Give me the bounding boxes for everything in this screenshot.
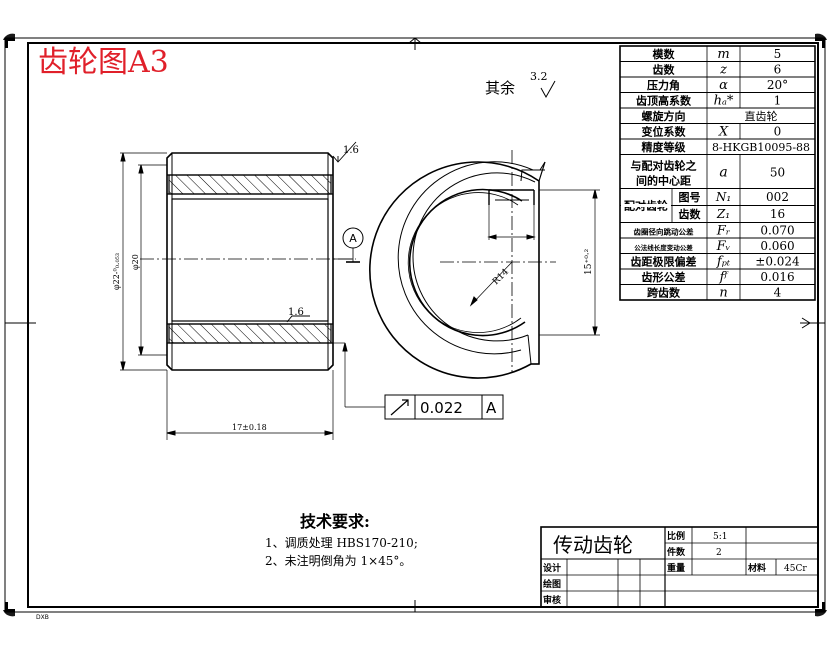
mating-symbol: a xyxy=(719,165,727,181)
note-item-1: 1、调质处理 HBS170-210; xyxy=(265,536,418,550)
pair-name: 齿数 xyxy=(679,207,702,221)
svg-text:比例: 比例 xyxy=(667,530,685,542)
param-value: 5 xyxy=(774,47,782,61)
sheet-title: 齿轮图A3 xyxy=(38,45,169,80)
mating-line2: 间的中心距 xyxy=(636,174,691,188)
param-name: 变位系数 xyxy=(642,124,687,138)
param-value: 8-HKGB10095-88 xyxy=(712,141,810,154)
param-name: 模数 xyxy=(653,47,676,61)
param-name: 齿数 xyxy=(653,62,676,76)
svg-text:5:1: 5:1 xyxy=(713,532,727,542)
param-value: 1 xyxy=(774,93,782,107)
mating-value: 50 xyxy=(770,166,785,180)
param-value: 6 xyxy=(774,62,782,76)
pair-value: 16 xyxy=(770,207,785,221)
dim-outer-diameter: φ22-⁰₀.₀₅₃ xyxy=(112,253,121,290)
dim-bore: φ20 xyxy=(131,254,140,270)
svg-text:0.022: 0.022 xyxy=(420,399,463,417)
table-border xyxy=(619,45,816,301)
note-item-2: 2、未注明倒角为 1×45°。 xyxy=(265,553,411,568)
end-view xyxy=(369,150,600,379)
roughness-symbol-icon xyxy=(540,80,556,99)
outer-frame xyxy=(4,37,826,613)
runout-arrow-icon xyxy=(390,399,409,416)
svg-text:件数: 件数 xyxy=(667,546,686,558)
corner-marks xyxy=(3,33,827,617)
pair-symbol: N₁ xyxy=(715,190,731,204)
param-name: 齿距极限偏差 xyxy=(631,254,697,268)
section-view xyxy=(120,141,385,440)
roughness-top: 1.6 xyxy=(343,145,359,156)
param-value: 0 xyxy=(774,124,782,138)
svg-text:材料: 材料 xyxy=(747,562,766,574)
notes-heading: 技术要求: xyxy=(300,512,370,531)
param-name: 齿形公差 xyxy=(642,270,686,284)
param-value: 4 xyxy=(774,285,782,299)
dim-radius: R14 xyxy=(491,267,511,287)
param-symbol: hₐ* xyxy=(714,93,734,108)
param-symbol: Fᵣ xyxy=(716,223,731,238)
svg-text:绘图: 绘图 xyxy=(543,578,561,590)
technical-notes: 技术要求: 1、调质处理 HBS170-210; 2、未注明倒角为 1×45°。 xyxy=(265,512,418,568)
svg-text:重量: 重量 xyxy=(667,562,685,574)
param-value: 0.070 xyxy=(760,223,794,237)
svg-text:其余: 其余 xyxy=(485,79,515,97)
svg-text:A: A xyxy=(486,399,497,417)
param-value: 直齿轮 xyxy=(745,109,778,123)
param-name: 螺旋方向 xyxy=(642,109,686,123)
inner-frame xyxy=(27,42,819,608)
param-symbol: α xyxy=(719,78,728,93)
param-name: 公法线长度变动公差 xyxy=(634,243,693,252)
pair-name: 图号 xyxy=(679,191,701,204)
param-value: 0.016 xyxy=(760,270,794,284)
title-block-text: 传动齿轮 比例 5:1 件数 2 重量 材料 45Cr 设计 绘图 审核 xyxy=(543,530,807,606)
param-symbol: n xyxy=(719,285,727,300)
pair-divider-mask xyxy=(621,204,671,207)
param-name: 精度等级 xyxy=(642,140,687,154)
param-name: 压力角 xyxy=(647,78,680,92)
roughness-general: 其余 3.2 xyxy=(485,70,556,99)
svg-text:3.2: 3.2 xyxy=(530,70,548,83)
svg-text:45Cr: 45Cr xyxy=(784,564,807,574)
param-symbol: Fᵥ xyxy=(716,239,731,254)
param-value: 20° xyxy=(767,78,788,92)
param-symbol: m xyxy=(717,47,729,62)
param-name: 齿顶高系数 xyxy=(636,93,692,107)
pair-value: 002 xyxy=(766,190,789,204)
dim-length: 17±0.18 xyxy=(232,423,267,432)
part-name: 传动齿轮 xyxy=(553,533,633,557)
param-value: ±0.024 xyxy=(755,254,800,268)
param-name: 跨齿数 xyxy=(647,285,681,299)
svg-text:2: 2 xyxy=(716,548,722,558)
param-name: 齿圈径向跳动公差 xyxy=(634,226,694,236)
dim-height: 15⁺⁰·² xyxy=(584,248,594,275)
mating-line1: 与配对齿轮之 xyxy=(631,159,697,173)
param-value: 0.060 xyxy=(760,239,794,253)
title-block xyxy=(540,526,819,608)
pair-symbol: Z₁ xyxy=(716,207,730,221)
param-symbol: X xyxy=(718,124,729,139)
corner-text: DXB xyxy=(36,614,49,621)
datum-label: A xyxy=(349,232,357,245)
param-symbol: fₚₜ xyxy=(716,254,731,269)
svg-text:审核: 审核 xyxy=(543,594,561,606)
param-symbol: fᶠ xyxy=(719,270,730,285)
center-marks xyxy=(5,37,825,612)
svg-text:设计: 设计 xyxy=(543,562,561,574)
roughness-bottom: 1.6 xyxy=(288,307,304,318)
tolerance-frame: 0.022 A xyxy=(384,394,504,420)
param-symbol: z xyxy=(719,62,727,77)
